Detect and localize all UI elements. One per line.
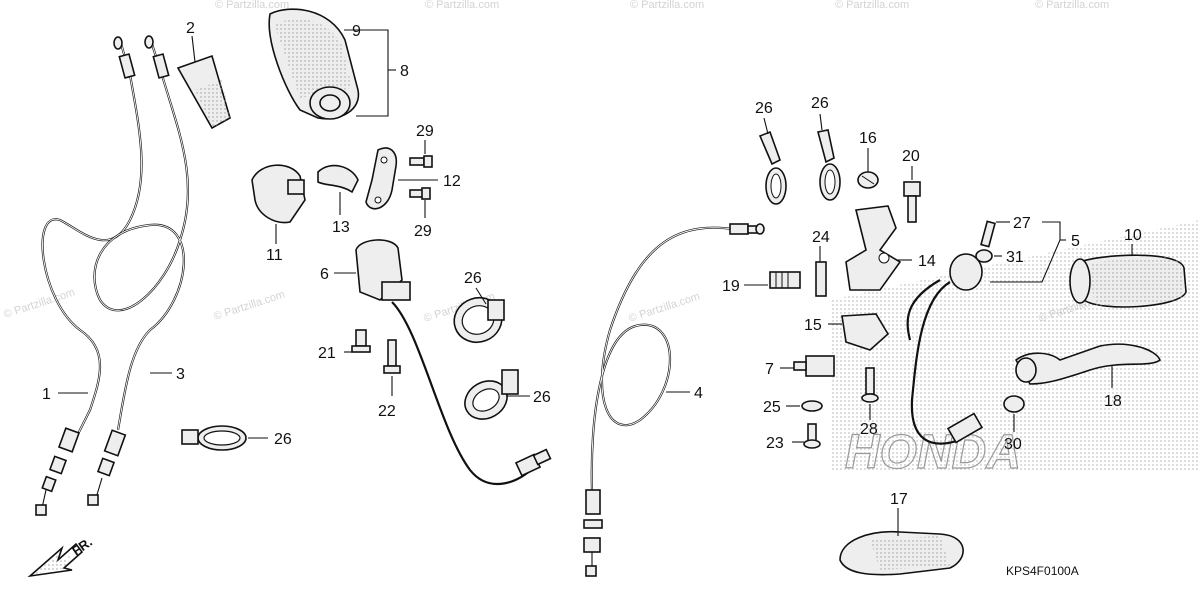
callout-12: 12 bbox=[443, 173, 461, 190]
cable-band-26 bbox=[464, 369, 519, 420]
cable-band-26 bbox=[758, 130, 787, 205]
clutch-cable-4 bbox=[583, 223, 765, 577]
callout-26: 26 bbox=[274, 431, 292, 448]
callout-11: 11 bbox=[266, 247, 283, 264]
callout-26: 26 bbox=[464, 270, 482, 287]
stop-switch-6 bbox=[355, 239, 552, 486]
grip-10 bbox=[1069, 254, 1187, 308]
watermark-text: © Partzilla.com bbox=[627, 291, 701, 325]
clutch-switch-5 bbox=[906, 253, 984, 445]
grommet-30 bbox=[1003, 395, 1025, 413]
watermark-text: © Partzilla.com bbox=[1035, 0, 1109, 11]
screw-29 bbox=[409, 187, 431, 200]
cable-band-26 bbox=[453, 296, 505, 344]
callout-30: 30 bbox=[1004, 436, 1022, 453]
callout-31: 31 bbox=[1006, 249, 1024, 266]
screw-23 bbox=[803, 423, 821, 449]
clutch-lever-18 bbox=[1014, 343, 1161, 385]
callout-3: 3 bbox=[176, 366, 185, 383]
adjuster-bolt-19 bbox=[769, 271, 801, 289]
callout-14: 14 bbox=[918, 253, 936, 270]
lever-holder-14 bbox=[845, 205, 902, 291]
throttle-grip-9 bbox=[268, 8, 360, 120]
callout-16: 16 bbox=[859, 130, 877, 147]
callout-21: 21 bbox=[318, 345, 336, 362]
callout-15: 15 bbox=[804, 317, 822, 334]
callout-26: 26 bbox=[533, 389, 551, 406]
bolt-21 bbox=[351, 329, 371, 353]
callout-6: 6 bbox=[320, 266, 329, 283]
washer-25 bbox=[801, 400, 823, 412]
callout-24: 24 bbox=[812, 229, 830, 246]
bracket-12 bbox=[365, 147, 398, 210]
cable-band-26 bbox=[181, 425, 247, 451]
bolt-22 bbox=[383, 339, 401, 374]
callout-10: 10 bbox=[1124, 227, 1142, 244]
callout-8: 8 bbox=[400, 63, 409, 80]
callout-29: 29 bbox=[414, 223, 432, 240]
callout-27: 27 bbox=[1013, 215, 1031, 232]
screw-28 bbox=[861, 367, 879, 403]
watermark-text: © Partzilla.com bbox=[215, 0, 289, 11]
watermark-text: © Partzilla.com bbox=[630, 0, 704, 11]
throttle-cable-3 bbox=[87, 35, 190, 506]
watermark-text: © Partzilla.com bbox=[425, 0, 499, 11]
adjuster-nut-24 bbox=[815, 261, 827, 297]
throttle-sleeve-2 bbox=[176, 54, 231, 130]
clutch-switch-7 bbox=[793, 355, 835, 377]
callout-13: 13 bbox=[332, 219, 350, 236]
callout-22: 22 bbox=[378, 403, 396, 420]
lever-guard-17 bbox=[839, 530, 964, 576]
callout-1: 1 bbox=[42, 386, 51, 403]
callout-23: 23 bbox=[766, 435, 784, 452]
screw-27 bbox=[980, 220, 996, 248]
throttle-cable-1 bbox=[35, 36, 143, 516]
bolt-16 bbox=[857, 171, 879, 189]
clip-13 bbox=[317, 164, 359, 194]
cable-band-26 bbox=[817, 129, 841, 201]
callout-19: 19 bbox=[722, 278, 740, 295]
callout-2: 2 bbox=[186, 20, 195, 37]
callout-18: 18 bbox=[1104, 393, 1122, 410]
callout-7: 7 bbox=[765, 361, 774, 378]
honda-wordmark: HONDA bbox=[845, 426, 1021, 479]
callout-26: 26 bbox=[811, 95, 829, 112]
callout-25: 25 bbox=[763, 399, 781, 416]
washer-31 bbox=[975, 249, 993, 263]
watermark-text: © Partzilla.com bbox=[212, 289, 286, 323]
watermark-text: © Partzilla.com bbox=[835, 0, 909, 11]
front-direction-arrow bbox=[27, 542, 84, 578]
bolt-20 bbox=[903, 181, 921, 223]
callout-26: 26 bbox=[755, 100, 773, 117]
switch-cover-15 bbox=[841, 313, 890, 351]
callout-28: 28 bbox=[860, 421, 878, 438]
callout-4: 4 bbox=[694, 385, 703, 402]
callout-17: 17 bbox=[890, 491, 908, 508]
callout-29: 29 bbox=[416, 123, 434, 140]
callout-5: 5 bbox=[1071, 233, 1080, 250]
callout-20: 20 bbox=[902, 148, 920, 165]
callout-labels: 1 2 3 4 5 6 7 8 9 10 11 12 13 14 15 16 1… bbox=[42, 20, 1142, 508]
diagram-reference-code: KPS4F0100A bbox=[1006, 564, 1079, 578]
screw-29 bbox=[409, 155, 433, 168]
throttle-housing-11 bbox=[251, 164, 306, 224]
callout-9: 9 bbox=[352, 23, 361, 40]
